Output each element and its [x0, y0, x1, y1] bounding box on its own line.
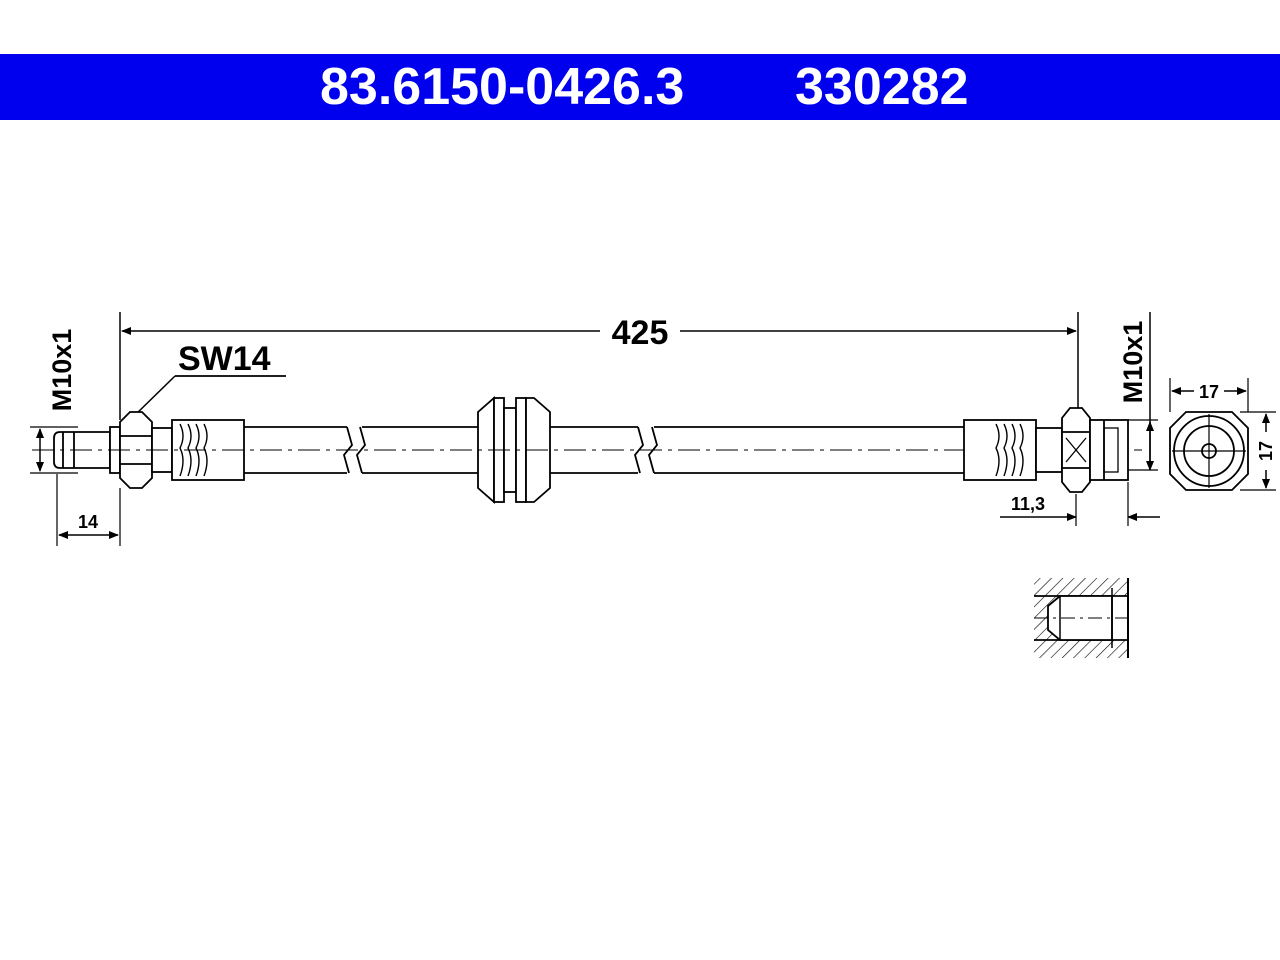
right-fitting: [963, 407, 1129, 493]
right-length-dimension: 11,3: [1000, 482, 1160, 526]
hex-height-dimension: 17: [1240, 411, 1276, 491]
overall-length-dimension: 425: [119, 312, 1079, 420]
reference-number: 330282: [795, 58, 969, 116]
hex-end-view: [1169, 411, 1249, 491]
port-section-detail: [1034, 578, 1129, 658]
right-thread-label: M10x1: [1118, 321, 1148, 404]
left-thread-label: M10x1: [47, 329, 77, 412]
left-thread-dimension: M10x1: [30, 329, 78, 474]
right-thread-dimension: M10x1: [1118, 312, 1158, 471]
right-length-label: 11,3: [1011, 494, 1045, 514]
title-banner: 83.6150-0426.3 330282: [0, 54, 1280, 120]
hex-width-label: 17: [1199, 382, 1219, 402]
left-length-label: 14: [78, 512, 98, 532]
hex-width-dimension: 17: [1169, 378, 1249, 412]
left-length-dimension: 14: [56, 474, 121, 546]
wrench-size-label: SW14: [178, 340, 271, 378]
hex-height-label: 17: [1256, 441, 1276, 461]
overall-length-label: 425: [612, 314, 669, 352]
hose: [244, 426, 964, 474]
wrench-size-callout: SW14: [131, 340, 286, 419]
article-number: 83.6150-0426.3: [320, 58, 685, 116]
